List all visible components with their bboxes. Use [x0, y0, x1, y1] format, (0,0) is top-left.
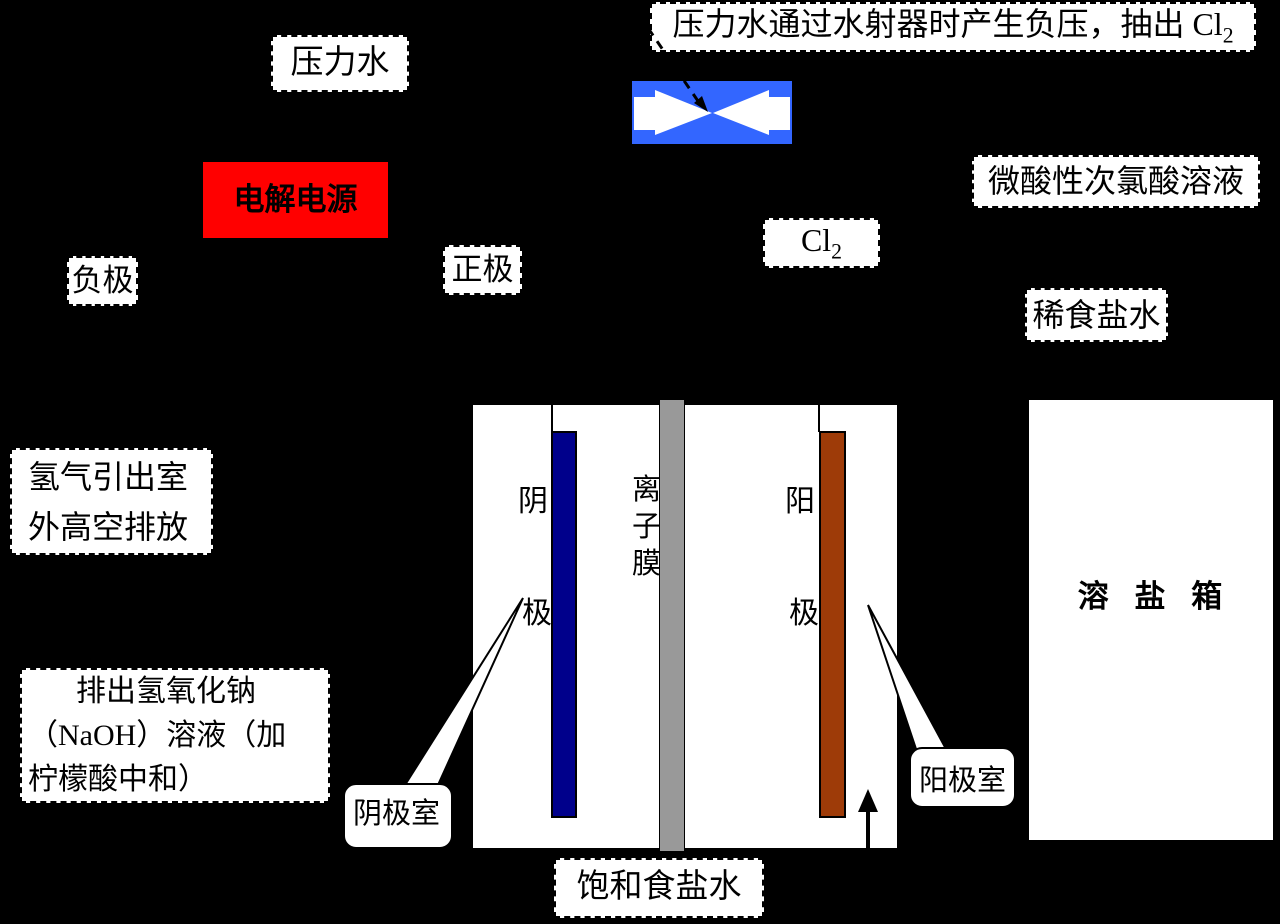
positive-electrode-text: 正极	[451, 252, 514, 288]
hypochlorous-solution-label-box: 微酸性次氯酸溶液	[972, 155, 1260, 208]
left-flow-arrow-shaft	[634, 97, 655, 130]
ejector-note-text: 压力水通过水射器时产生负压，抽出 Cl2	[672, 6, 1233, 48]
hydrogen-vent-line-2: 外高空排放	[28, 508, 189, 545]
naoh-drain-line-3: 柠檬酸中和）	[28, 762, 208, 796]
ion-membrane-bar	[659, 399, 685, 852]
water-ejector-arrows	[634, 90, 790, 135]
pressure-water-text: 压力水	[290, 44, 390, 81]
hydrogen-vent-label-box: 氢气引出室 外高空排放	[10, 448, 213, 555]
salt-dissolving-tank: 溶 盐 箱	[1027, 398, 1275, 842]
dilute-brine-label-box: 稀食盐水	[1025, 288, 1168, 342]
cathode-room-callout: 阴极室	[343, 783, 453, 849]
anode-label-char-2: 极	[789, 597, 819, 630]
anode-bar	[819, 431, 846, 818]
negative-electrode-text: 负极	[71, 263, 134, 299]
dilute-brine-text: 稀食盐水	[1032, 296, 1161, 333]
right-flow-arrow-head-icon	[713, 90, 769, 135]
membrane-label-char-2: 子	[632, 511, 662, 543]
cathode-room-text: 阴极室	[353, 798, 441, 830]
brine-feed-arrow-head-icon	[858, 789, 878, 812]
chlorine-subscript: 2	[831, 239, 843, 264]
cathode-lead-line	[551, 404, 553, 432]
negative-electrode-label-box: 负极	[67, 256, 138, 306]
hypochlorous-solution-text: 微酸性次氯酸溶液	[987, 163, 1244, 200]
water-ejector	[632, 81, 792, 144]
hydrogen-vent-line-1: 氢气引出室	[28, 458, 189, 495]
ejector-note-subscript: 2	[1222, 23, 1234, 48]
left-flow-arrow-head-icon	[655, 90, 712, 135]
anode-room-text: 阳极室	[918, 764, 1006, 797]
cathode-bar	[551, 431, 577, 818]
pressure-water-label-box: 压力水	[271, 35, 409, 92]
right-flow-arrow-shaft	[769, 97, 790, 130]
positive-electrode-label-box: 正极	[443, 245, 522, 295]
chlorine-label-box: Cl2	[763, 218, 880, 268]
power-supply-label: 电解电源	[233, 181, 358, 217]
saturated-brine-label-box: 饱和食盐水	[554, 858, 764, 918]
ion-membrane-label: 离 子 膜	[632, 472, 661, 583]
ejector-note-main: 压力水通过水射器时产生负压，抽出 Cl	[672, 5, 1223, 42]
cathode-label-char-2: 极	[522, 597, 552, 630]
naoh-drain-label-box: 排出氢氧化钠 （NaOH）溶液（加 柠檬酸中和）	[20, 668, 330, 803]
power-supply-box: 电解电源	[203, 162, 388, 238]
salt-tank-label: 溶 盐 箱	[1077, 578, 1225, 614]
naoh-drain-line-1: 排出氢氧化钠	[76, 674, 256, 708]
cathode-label-char-1: 阴	[518, 485, 548, 518]
anode-room-callout: 阳极室	[909, 747, 1016, 808]
ejector-note-box: 压力水通过水射器时产生负压，抽出 Cl2	[650, 2, 1256, 52]
anode-lead-line	[818, 404, 820, 432]
chlorine-main: Cl	[800, 221, 832, 258]
membrane-label-char-3: 膜	[632, 548, 662, 580]
naoh-drain-line-2: （NaOH）溶液（加	[28, 718, 287, 752]
anode-label-char-1: 阳	[785, 485, 815, 518]
brine-feed-arrow-shaft	[866, 811, 870, 851]
membrane-label-char-1: 离	[632, 474, 662, 506]
saturated-brine-text: 饱和食盐水	[576, 869, 742, 906]
chlorine-text: Cl2	[801, 222, 842, 264]
